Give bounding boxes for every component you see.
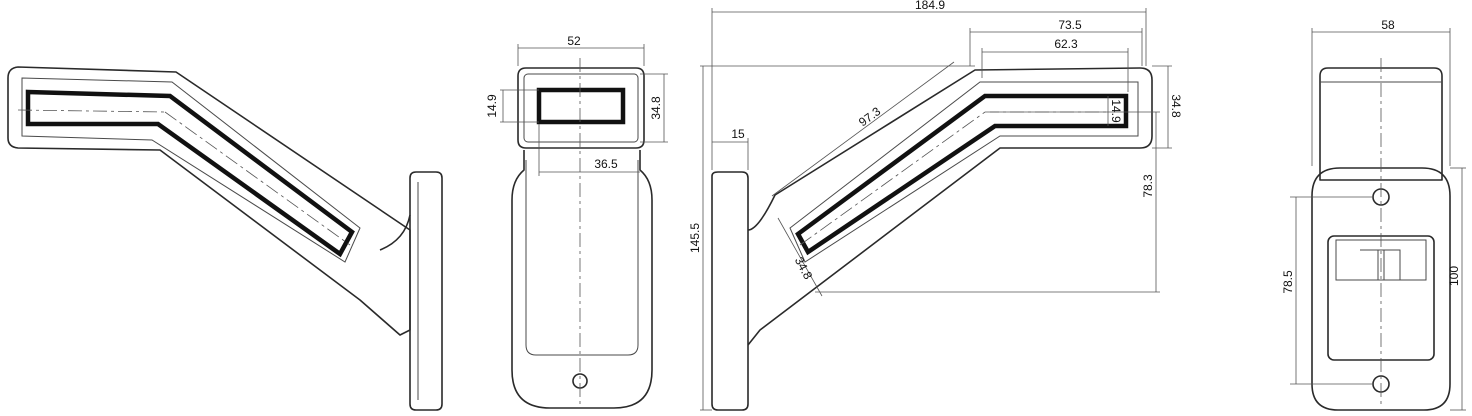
dim-arm-length: 97.3 [856,104,883,129]
dim-hole-spacing: 78.5 [1281,270,1295,294]
dim-front-head-height: 34.8 [649,96,663,120]
dim-overall-width: 184.9 [915,0,945,12]
body-outline [511,150,653,409]
base-plate [409,171,443,411]
front-lens [536,87,626,125]
dim-front-lens-width: 36.5 [594,157,618,171]
base-plate-right [711,171,749,411]
back-socket [1335,239,1427,281]
side-view-right: 184.9 73.5 62.3 97.3 15 145.5 34.8 14.9 [688,0,1183,411]
dim-head-height: 34.8 [1169,94,1183,118]
arm-centerline [17,109,166,113]
dim-front-width: 52 [567,34,581,48]
dim-overall-height: 145.5 [688,223,702,253]
head-inner [523,73,639,143]
side-view-left [7,66,443,411]
arm-centerline-diagonal [164,111,351,246]
lens-strip [25,89,355,258]
dim-arm-offset-height: 78.3 [1141,174,1155,198]
back-base-plate [1311,167,1451,411]
dim-base-height: 100 [1447,266,1461,286]
dim-lens-height: 14.9 [1109,99,1123,123]
lamp-arm-inner-outline [21,77,361,263]
dim-front-lens-height: 14.9 [485,94,499,118]
lamp-arm-inner-right [789,81,1139,263]
dim-head-length-outer: 73.5 [1058,18,1082,32]
dim-lens-length: 62.3 [1054,37,1078,51]
dim-arm-34-8-line [777,217,823,297]
lamp-arm-outline-right [747,67,1153,346]
arm-centerline-right-diagonal [799,111,986,246]
lens-strip-right [795,93,1129,256]
dim-97-3-line [771,61,955,197]
dim-back-width: 58 [1381,18,1395,32]
body-inner [525,160,639,356]
arm-to-base-fillet [379,214,411,251]
front-view: 52 14.9 34.8 36.5 [485,34,668,409]
head-outline [517,67,645,149]
lamp-arm-outline [7,66,411,336]
dim-base-thickness: 15 [731,127,745,141]
back-view: 58 78.5 100 [1281,18,1466,411]
back-head-outline [1319,67,1443,181]
